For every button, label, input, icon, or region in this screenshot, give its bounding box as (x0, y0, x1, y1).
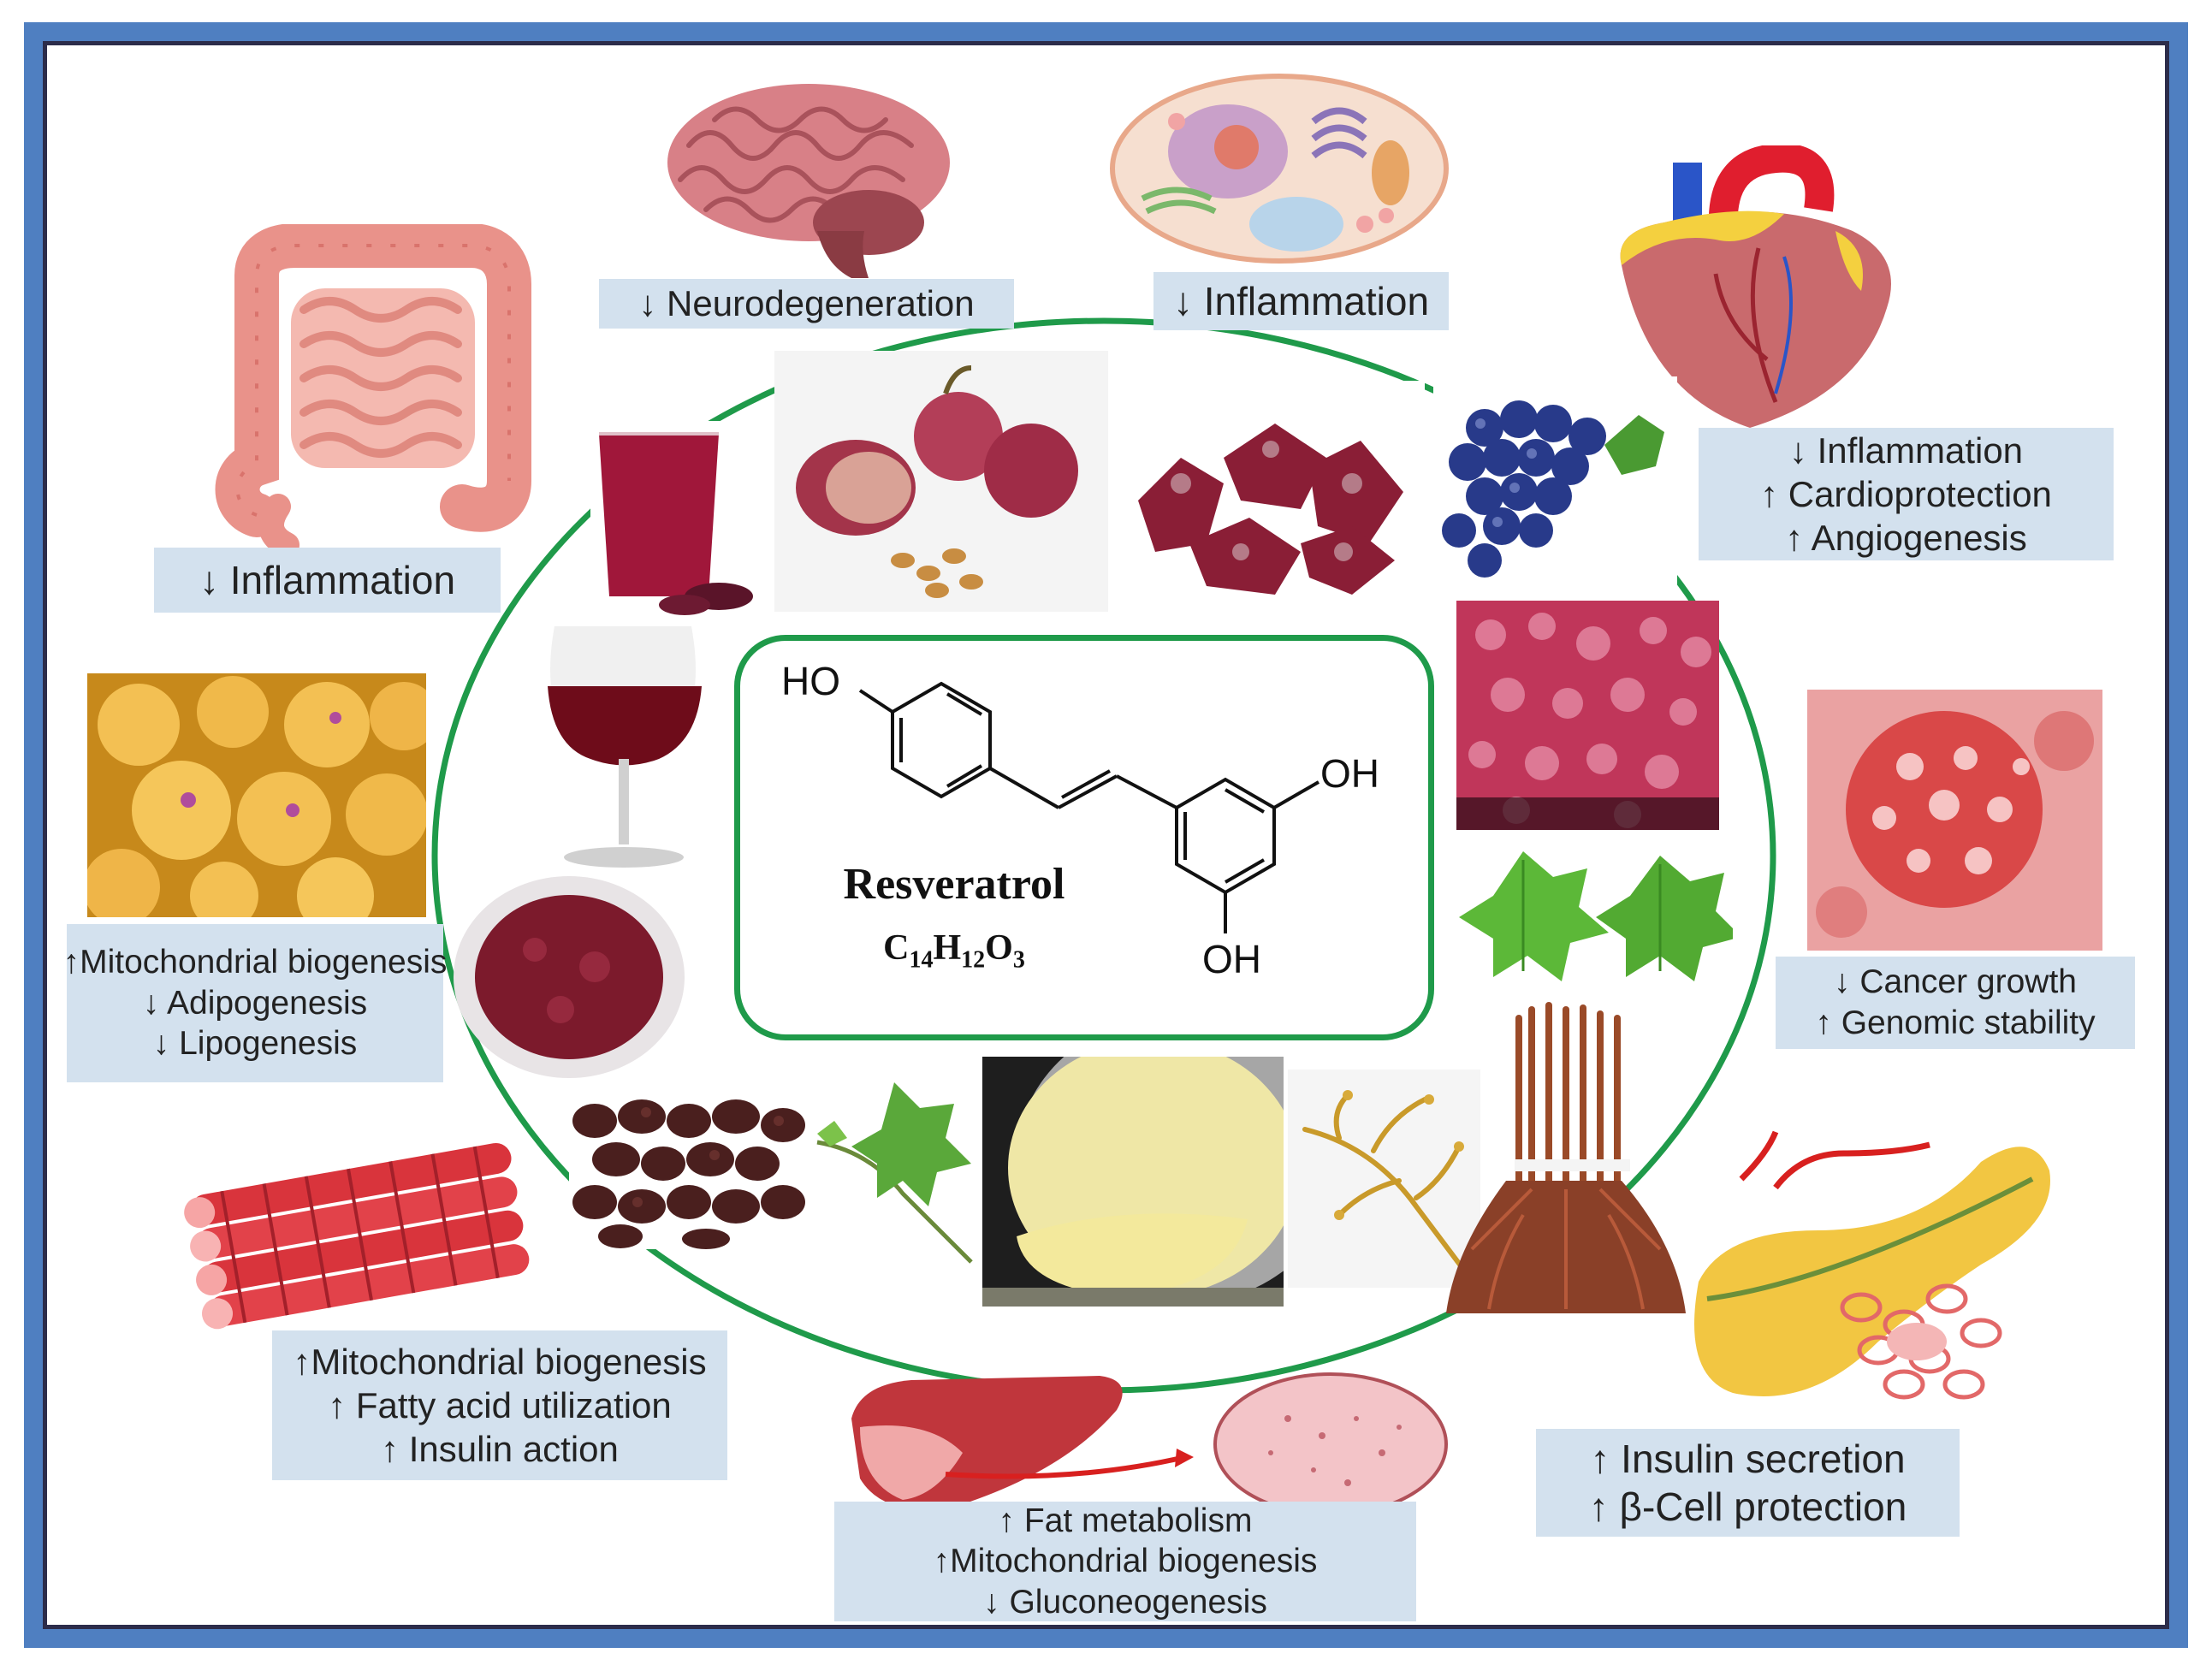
pancreas-illustration (1694, 1130, 2050, 1400)
muscle-effect-line-2: ↑ Fatty acid utilization (328, 1384, 672, 1425)
blue-grape-bunch-image (1433, 376, 1677, 586)
liver-effect-line-3: ↓ Gluconeogenesis (983, 1583, 1267, 1621)
cancer-effect-line-2: ↑ Genomic stability (1815, 1004, 2096, 1041)
grape-juice-glass-image (590, 421, 757, 618)
adipose-effects-label: ↑Mitochondrial biogenesis ↓ Adipogenesis… (63, 924, 447, 1082)
outer-blue-frame (24, 22, 2188, 1648)
muscle-effect-line-3: ↑ Insulin action (381, 1429, 619, 1470)
cell-effects-label: ↓ Inflammation (1153, 272, 1449, 330)
grape-stems-image (1288, 1070, 1480, 1288)
cell-illustration (1110, 74, 1449, 264)
intestine-illustration (215, 224, 531, 549)
vine-roots-bundle-image (1446, 1002, 1686, 1313)
cell-effect-line: ↓ Inflammation (1172, 278, 1430, 323)
red-wine-glass-image (548, 626, 702, 868)
adipose-tissue-illustration (87, 673, 426, 917)
muscle-fiber-illustration (184, 1142, 530, 1330)
pancreas-effects-label: ↑ Insulin secretion ↑ β-Cell protection (1536, 1429, 1960, 1537)
grape-flesh-macro-image (1456, 601, 1719, 830)
formula-carbon: C (883, 928, 910, 968)
intestine-effect-line: ↓ Inflammation (199, 557, 456, 602)
brain-effect-line: ↓ Neurodegeneration (638, 283, 975, 324)
hydroxyl-group-right-label: OH (1320, 751, 1379, 796)
heart-effect-line-1: ↓ Inflammation (1788, 430, 2024, 471)
cancer-effect-line-1: ↓ Cancer growth (1834, 963, 2077, 1001)
cancer-effects-label: ↓ Cancer growth ↑ Genomic stability (1776, 957, 2135, 1049)
liver-effect-line-1: ↑ Fat metabolism (998, 1502, 1253, 1539)
molecule-name: Resveratrol (843, 860, 1065, 909)
liver-effects-label: ↑ Fat metabolism ↑Mitochondrial biogenes… (834, 1502, 1416, 1621)
liver-illustration (851, 1372, 1448, 1516)
resveratrol-structure-box: HO OH OH Resveratrol C14H12O3 (734, 635, 1434, 1040)
formula-hydrogen-count: 12 (961, 946, 986, 974)
adipose-effect-line-2: ↓ Adipogenesis (142, 984, 368, 1022)
liver-effect-line-2: ↑Mitochondrial biogenesis (933, 1543, 1318, 1580)
heart-illustration (1620, 145, 1891, 428)
heart-effect-line-3: ↑ Angiogenesis (1785, 518, 2027, 559)
formula-carbon-count: 14 (909, 946, 934, 974)
red-grapes-seeds-image (774, 351, 1108, 612)
grape-pomace-vat-image (982, 1057, 1284, 1307)
hydroxyl-group-top-label: HO (781, 659, 840, 703)
formula-oxygen: O (985, 928, 1013, 968)
heart-effects-label: ↓ Inflammation ↑ Cardioprotection ↑ Angi… (1699, 428, 2114, 560)
grape-powder-bowl-image (454, 876, 685, 1078)
intestine-effects-label: ↓ Inflammation (154, 548, 501, 613)
formula-hydrogen: H (933, 928, 962, 968)
resveratrol-structure-diagram (858, 681, 1319, 933)
brain-effects-label: ↓ Neurodegeneration (599, 279, 1014, 329)
grape-leaves-image (1459, 851, 1733, 981)
heart-effect-line-2: ↑ Cardioprotection (1760, 473, 2052, 514)
vine-shoot-image (816, 1082, 973, 1264)
adipose-effect-line-3: ↓ Lipogenesis (152, 1025, 358, 1063)
hydroxyl-group-bottom-label: OH (1202, 937, 1261, 981)
inner-dark-frame (43, 41, 2169, 1629)
molecular-formula: C14H12O3 (826, 927, 1082, 974)
cancer-cell-illustration (1807, 690, 2102, 951)
pancreas-effect-line-2: ↑ β-Cell protection (1588, 1484, 1907, 1529)
pancreas-effect-line-1: ↑ Insulin secretion (1590, 1436, 1906, 1481)
grape-skins-image (1121, 381, 1425, 603)
brain-illustration (667, 84, 950, 278)
muscle-effect-line-1: ↑Mitochondrial biogenesis (293, 1341, 707, 1382)
muscle-effects-label: ↑Mitochondrial biogenesis ↑ Fatty acid u… (272, 1330, 727, 1480)
adipose-effect-line-1: ↑Mitochondrial biogenesis (62, 944, 448, 981)
formula-oxygen-count: 3 (1012, 946, 1025, 974)
raisins-image (569, 1087, 809, 1249)
